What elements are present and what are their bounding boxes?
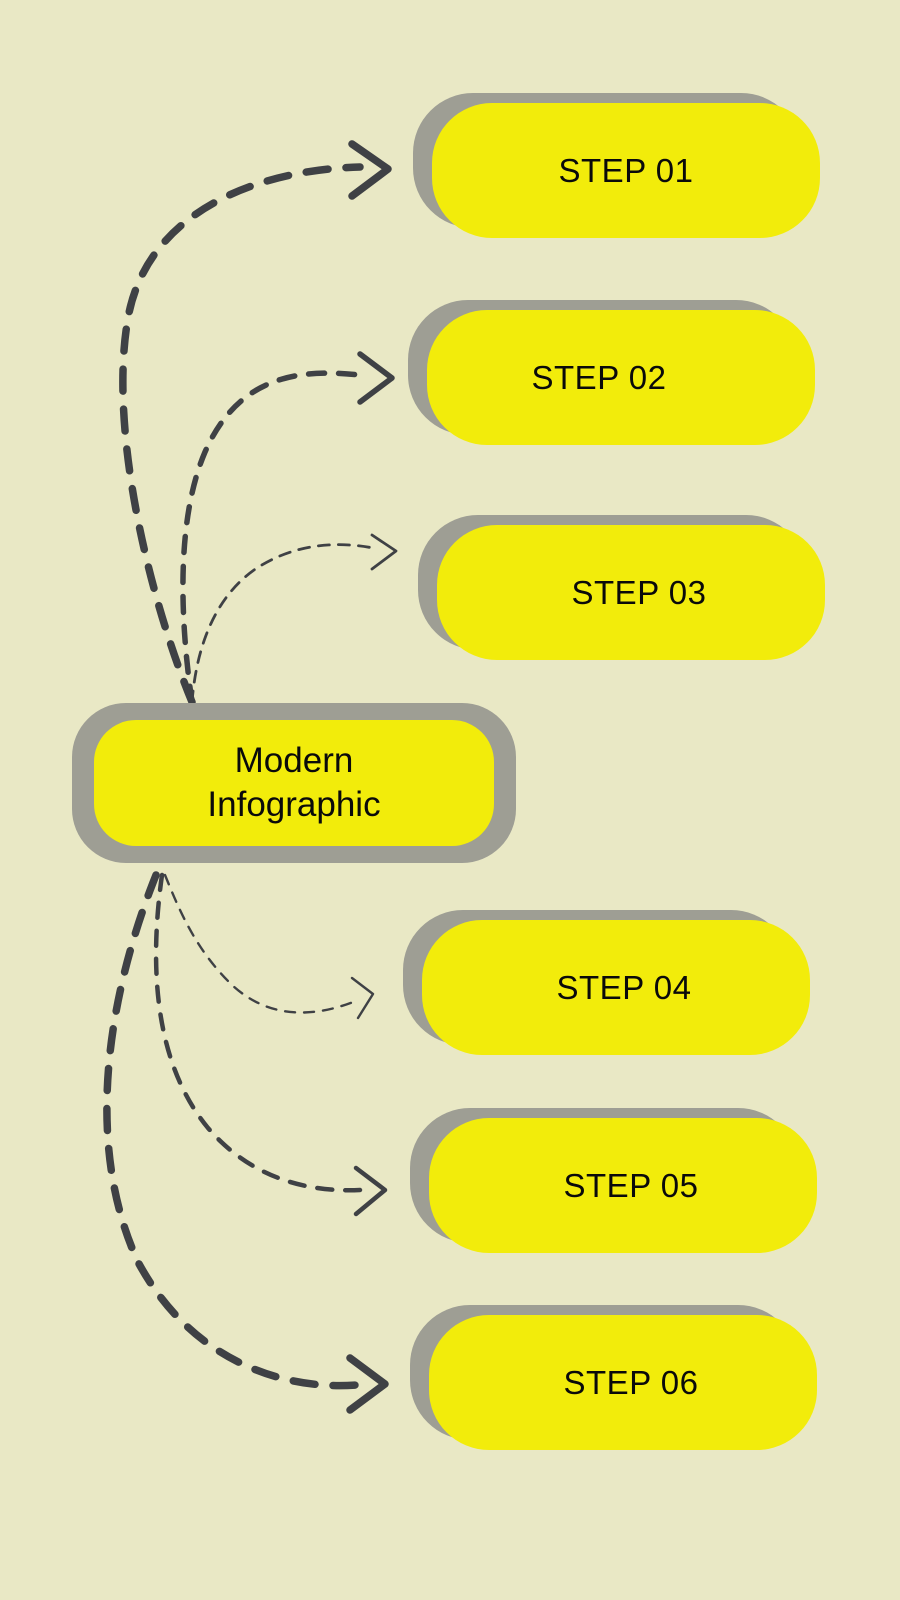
step-card-step-01[interactable]: STEP 01 <box>413 93 820 238</box>
connector-to-step-04 <box>163 873 375 1020</box>
step-card-step-06[interactable]: STEP 06 <box>410 1305 817 1450</box>
connector-to-step-05 <box>153 872 388 1217</box>
card-face: STEP 02 <box>427 310 815 445</box>
card-face: STEP 03 <box>437 525 825 660</box>
card-face: STEP 05 <box>429 1118 817 1253</box>
center-node[interactable]: Modern Infographic <box>72 703 516 863</box>
step-card-step-03[interactable]: STEP 03 <box>418 515 825 660</box>
connector-to-step-06 <box>103 871 389 1414</box>
card-face: STEP 04 <box>422 920 810 1055</box>
center-node-line-1: Modern <box>234 741 354 780</box>
center-node-line-2: Infographic <box>207 785 381 824</box>
step-card-step-05[interactable]: STEP 05 <box>410 1108 817 1253</box>
step-label: STEP 01 <box>558 151 694 189</box>
connector-to-step-01 <box>119 140 392 706</box>
connector-to-step-03 <box>190 533 398 704</box>
step-label: STEP 03 <box>571 573 707 611</box>
card-face: STEP 06 <box>429 1315 817 1450</box>
step-label: STEP 04 <box>556 968 692 1006</box>
connector-to-step-02 <box>180 351 395 705</box>
step-card-step-04[interactable]: STEP 04 <box>403 910 810 1055</box>
step-label: STEP 06 <box>563 1363 699 1401</box>
step-label: STEP 05 <box>563 1166 699 1204</box>
card-face: STEP 01 <box>432 103 820 238</box>
center-node-face: Modern Infographic <box>94 720 494 846</box>
step-card-step-02[interactable]: STEP 02 <box>408 300 815 445</box>
step-label: STEP 02 <box>531 358 667 396</box>
